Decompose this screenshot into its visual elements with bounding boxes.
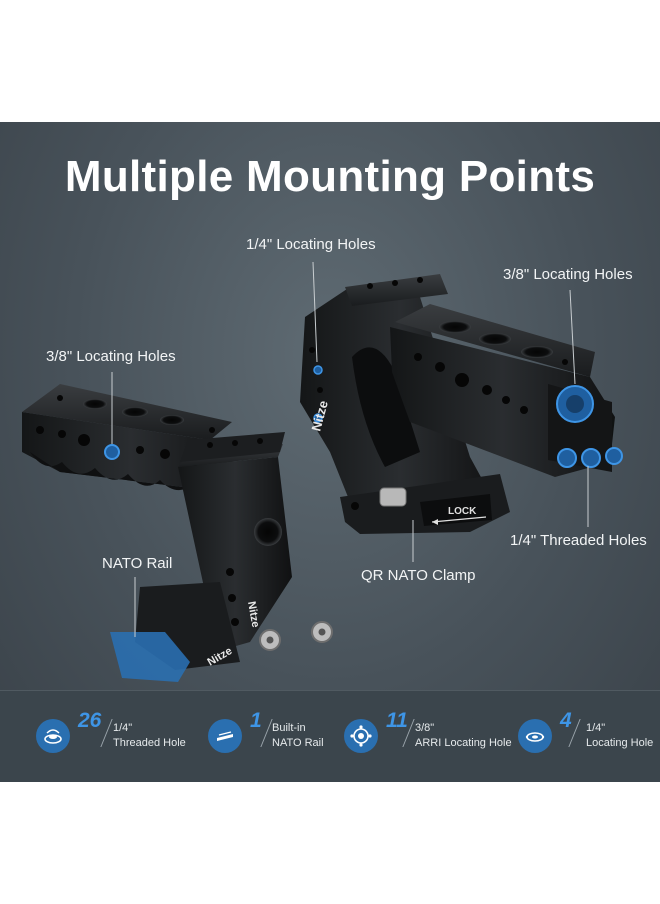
stat-line2: Threaded Hole xyxy=(113,737,186,749)
locating-hole-icon xyxy=(518,719,552,753)
product-illustration: Nitze Nitze Nitze xyxy=(22,261,623,682)
stat-line1: 1/4" xyxy=(586,722,606,734)
top-locating-holes-label: 1/4" Locating Holes xyxy=(246,236,376,253)
stat-number: 26 xyxy=(78,709,102,732)
stat-number: 11 xyxy=(386,709,408,732)
stat-locating-hole: 4 1/4" Locating Hole xyxy=(518,709,658,765)
stat-line2: ARRI Locating Hole xyxy=(415,737,512,749)
stat-line1: 3/8" xyxy=(415,722,435,734)
left-brand-mark: Nitze xyxy=(245,600,261,628)
headline: Multiple Mounting Points xyxy=(64,152,596,201)
threaded-holes-label: 1/4" Threaded Holes xyxy=(510,532,647,549)
left-locating-hole-highlight xyxy=(104,444,120,460)
stat-threaded-hole: 26 1/4" Threaded Hole xyxy=(36,709,186,765)
nato-rail-label: NATO Rail xyxy=(102,555,173,572)
arri-locating-hole-icon xyxy=(344,719,378,753)
threaded-hole-icon xyxy=(36,719,70,753)
qr-nato-clamp-label: QR NATO Clamp xyxy=(361,567,476,584)
stat-number: 4 xyxy=(560,709,572,732)
stat-nato-rail: 1 Built-in NATO Rail xyxy=(208,709,328,765)
nato-rail-piece xyxy=(110,632,190,682)
lock-label: LOCK xyxy=(448,506,477,517)
left-top-handle: Nitze Nitze xyxy=(22,384,333,682)
top-locating-hole-highlight xyxy=(313,365,323,375)
stat-line1: Built-in xyxy=(272,722,306,734)
nato-rail-icon xyxy=(208,719,242,753)
callout-lines xyxy=(111,261,589,637)
product-panel: Multiple Mounting Points xyxy=(0,122,660,782)
stat-line2: Locating Hole xyxy=(586,737,654,749)
left-upright-block xyxy=(178,457,292,652)
stat-line2: NATO Rail xyxy=(272,737,324,749)
stat-arri-locating-hole: 11 3/8" ARRI Locating Hole xyxy=(344,709,514,765)
left-locating-holes-label: 3/8" Locating Holes xyxy=(46,348,176,365)
right-locating-holes-label: 3/8" Locating Holes xyxy=(503,266,633,283)
stats-bar: 26 1/4" Threaded Hole 1 Built-in NATO Ra… xyxy=(0,690,660,782)
stat-number: 1 xyxy=(250,709,262,732)
right-top-handle: Nitze LOCK xyxy=(300,274,623,534)
stat-line1: 1/4" xyxy=(113,722,133,734)
